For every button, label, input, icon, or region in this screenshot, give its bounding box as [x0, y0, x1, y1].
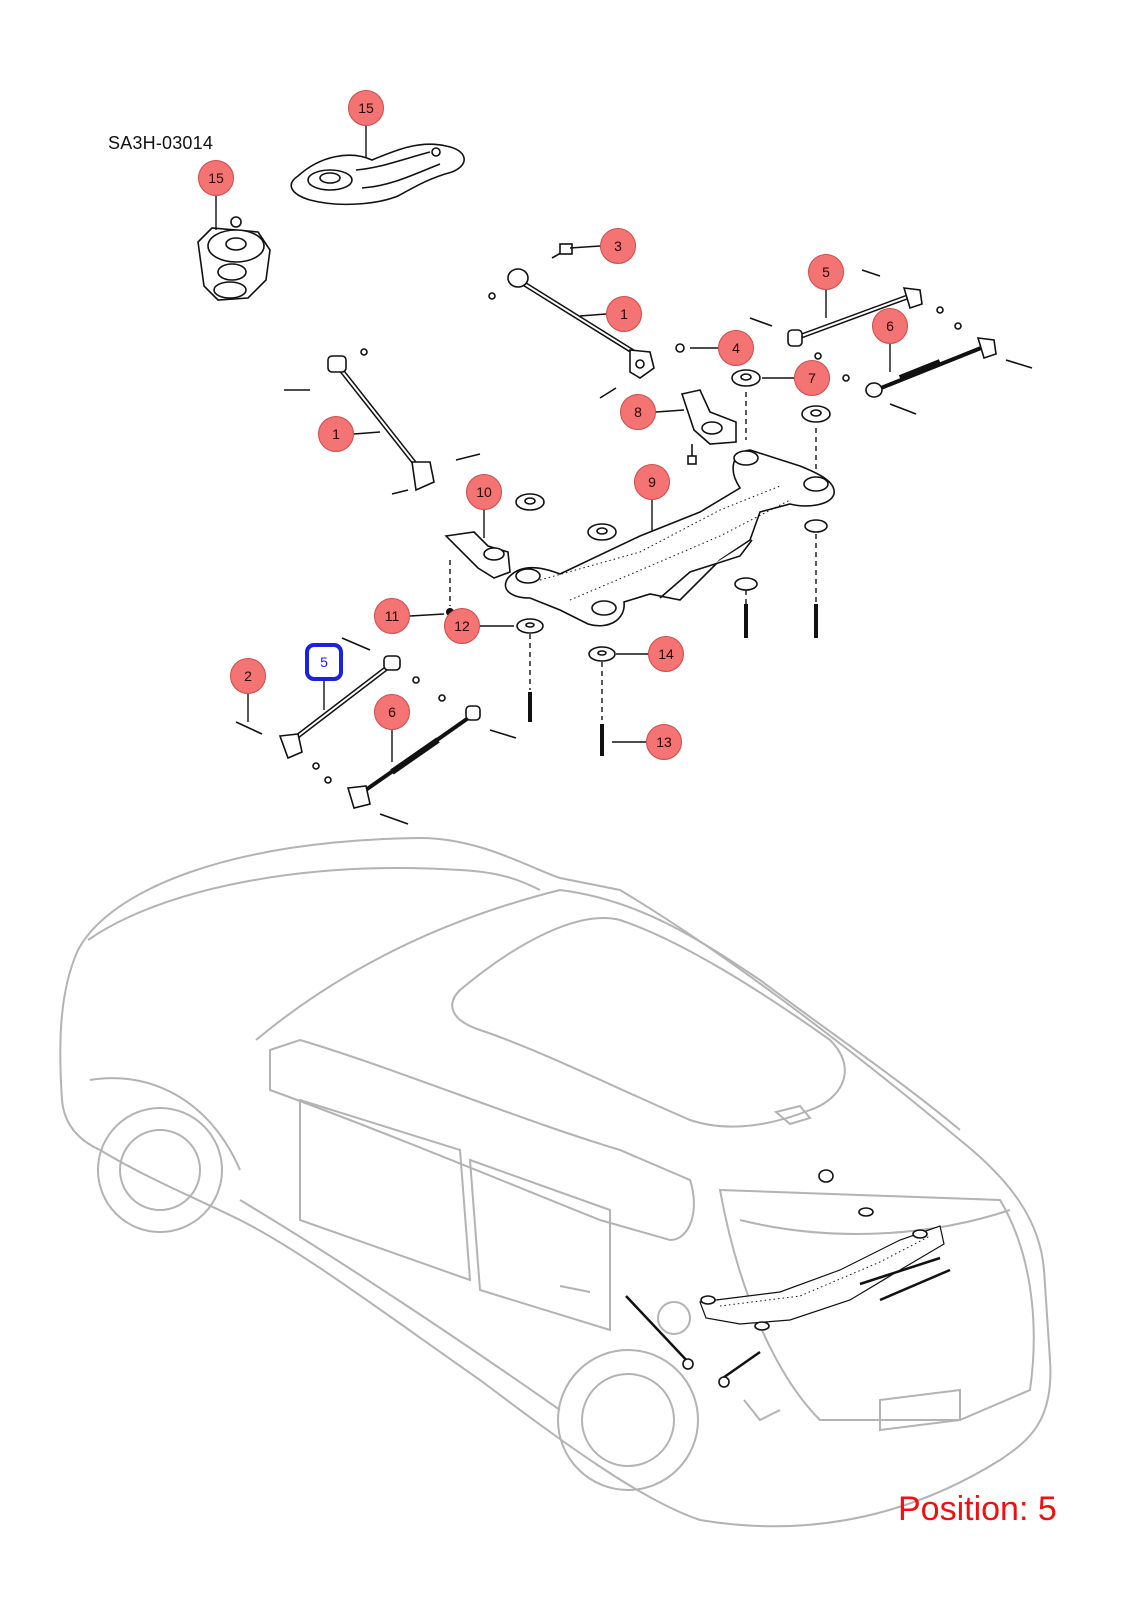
- callout-10[interactable]: 10: [466, 474, 502, 510]
- callout-7[interactable]: 7: [794, 360, 830, 396]
- rear-subframe: [504, 449, 835, 627]
- toe-link-6-right: [842, 322, 1033, 415]
- lateral-link-5-right: [749, 269, 944, 360]
- callout-12[interactable]: 12: [444, 608, 480, 644]
- leader-lines: [215, 126, 891, 762]
- diagram-code: SA3H-03014: [108, 133, 214, 153]
- callout-15-upper[interactable]: 15: [348, 90, 384, 126]
- callout-3[interactable]: 3: [600, 228, 636, 264]
- strut-mount-upper: [290, 143, 465, 206]
- callout-4[interactable]: 4: [718, 330, 754, 366]
- bracket-10: [444, 531, 511, 606]
- position-indicator: Position: 5: [898, 1490, 1057, 1528]
- lateral-link-5-left: [235, 637, 420, 770]
- callout-1-right[interactable]: 1: [606, 296, 642, 332]
- callout-6-right[interactable]: 6: [872, 308, 908, 344]
- callout-14[interactable]: 14: [648, 636, 684, 672]
- vehicle-suspension-thumbnail: [625, 1169, 951, 1388]
- callout-5-selected[interactable]: 5: [305, 643, 343, 681]
- callout-6-left[interactable]: 6: [374, 694, 410, 730]
- subframe-bolts: [446, 392, 818, 756]
- upper-arm-1-left: [284, 348, 481, 495]
- callout-8[interactable]: 8: [620, 394, 656, 430]
- callout-15-lower[interactable]: 15: [198, 160, 234, 196]
- toe-link-6-left: [324, 694, 517, 825]
- vehicle-outline: [59, 836, 1052, 1528]
- callout-13[interactable]: 13: [646, 724, 682, 760]
- upper-arm-1-right: [488, 243, 685, 399]
- callout-1-left[interactable]: 1: [318, 416, 354, 452]
- subframe-washers: [515, 369, 831, 662]
- strut-mount-lower: [197, 216, 271, 301]
- bracket-8: [680, 389, 737, 465]
- callout-5-right[interactable]: 5: [808, 254, 844, 290]
- callout-2[interactable]: 2: [230, 658, 266, 694]
- callout-9[interactable]: 9: [634, 464, 670, 500]
- callout-11[interactable]: 11: [374, 598, 410, 634]
